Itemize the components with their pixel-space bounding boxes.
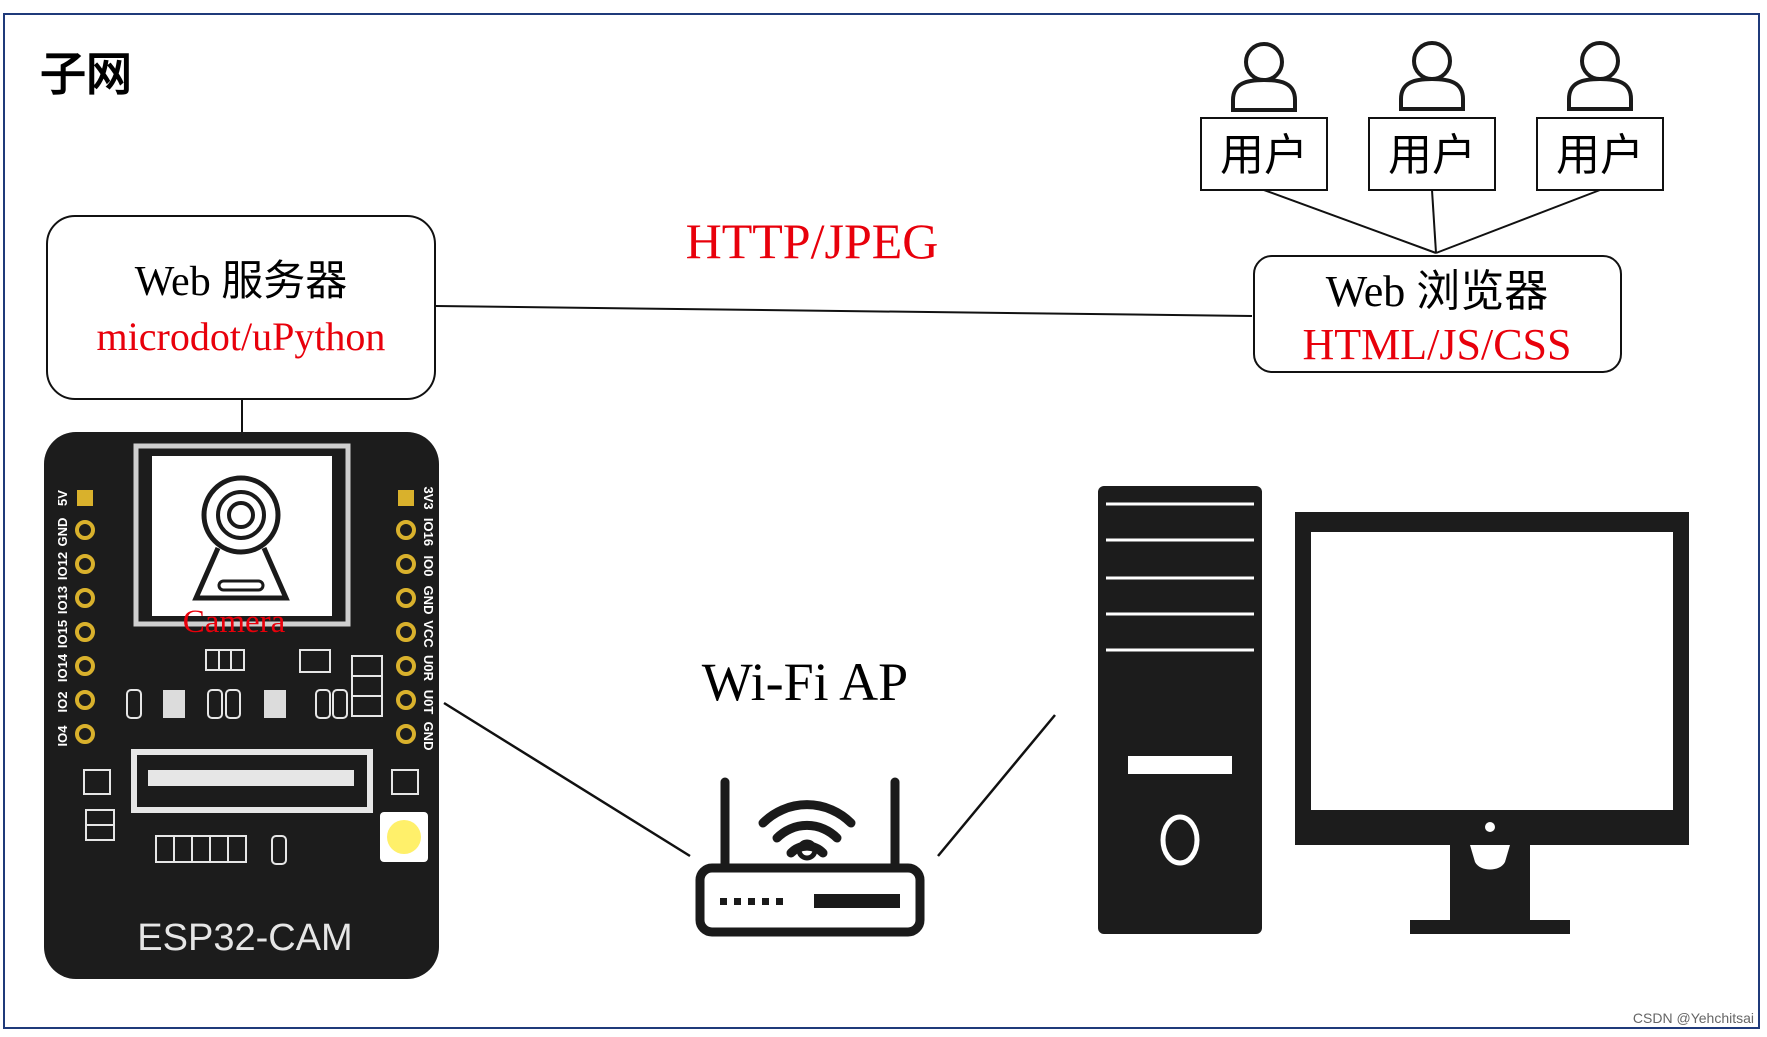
router-to-computer-line [937, 714, 1056, 857]
transistors [163, 690, 286, 718]
computer-monitor [1295, 512, 1689, 934]
web-server-box-border [46, 215, 436, 400]
pin-label: GND [421, 722, 436, 751]
board-name: ESP32-CAM [137, 917, 352, 959]
left-pin-header [75, 490, 95, 744]
user-label: 用户 [1220, 131, 1308, 180]
smd-components [83, 649, 419, 865]
pin-label: IO13 [55, 586, 70, 614]
wifi-signal-icon [758, 800, 856, 858]
pin-label: U0T [421, 690, 436, 715]
router-label: Wi-Fi AP [702, 652, 908, 712]
user2-to-browser-line [1431, 189, 1437, 254]
subnet-frame [3, 13, 1760, 1029]
router-port-bank [814, 894, 900, 908]
user-icon [1399, 41, 1465, 111]
user3-to-browser-line [1435, 189, 1601, 254]
user-2: 用户 [1368, 41, 1496, 191]
pin-label: IO16 [421, 518, 436, 546]
subnet-title: 子网 [40, 48, 132, 100]
user-box [1200, 117, 1328, 191]
sd-card-slot [133, 443, 351, 627]
web-server-title: Web 服务器 [135, 259, 347, 305]
watermark: CSDN @Yehchitsai [1633, 1010, 1754, 1026]
pin-label: IO4 [55, 725, 70, 747]
web-browser-box-border [1253, 255, 1622, 373]
pin-label: GND [421, 586, 436, 615]
web-server-box: Web 服务器 microdot/uPython [46, 215, 436, 400]
right-pin-labels: 3V3 IO16 IO0 GND VCC U0R U0T GND [421, 486, 436, 750]
user1-to-browser-line [1263, 189, 1437, 254]
pin-label: IO15 [55, 620, 70, 648]
pin-label: IO14 [55, 653, 70, 682]
web-browser-box: Web 浏览器 HTML/JS/CSS [1253, 255, 1622, 373]
user-icon [1231, 42, 1297, 112]
left-pin-labels: 5V GND IO12 IO13 IO15 IO14 IO2 IO4 [55, 490, 70, 747]
desktop-computer-icon [1098, 486, 1689, 934]
camera-label: Camera [183, 604, 286, 640]
board-to-router-line [443, 701, 691, 858]
pin-label: 3V3 [421, 486, 436, 509]
esp32-cam-board: Camera 5V GND IO12 IO13 [44, 432, 439, 979]
flash-led-lamp [387, 820, 421, 854]
user-icon [1567, 41, 1633, 111]
user-1: 用户 [1200, 42, 1328, 191]
pin-label: GND [55, 518, 70, 547]
board-body [44, 432, 439, 979]
camera-icon [192, 475, 290, 601]
user-box [1368, 117, 1496, 191]
user-label: 用户 [1556, 131, 1644, 180]
pin-label: VCC [421, 620, 436, 648]
pin-label: IO12 [55, 552, 70, 580]
web-browser-title: Web 浏览器 [1326, 267, 1549, 316]
user-label: 用户 [1388, 131, 1476, 180]
computer-tower [1098, 486, 1262, 934]
web-server-subtitle: microdot/uPython [97, 314, 386, 359]
right-pin-header [396, 490, 416, 744]
pin-label: IO0 [421, 556, 436, 577]
pin-label: U0R [421, 655, 436, 682]
pin-label: IO2 [55, 692, 70, 713]
user-3: 用户 [1536, 41, 1664, 191]
router-icon [695, 777, 925, 937]
user-box [1536, 117, 1664, 191]
wifi-router: Wi-Fi AP [695, 652, 925, 937]
router-status-dots [720, 898, 783, 905]
pin-label: 5V [55, 490, 70, 506]
http-connection-line [435, 305, 1253, 317]
ribbon-connector [131, 749, 373, 813]
web-browser-subtitle: HTML/JS/CSS [1303, 320, 1572, 369]
protocol-label: HTTP/JPEG [686, 213, 939, 269]
